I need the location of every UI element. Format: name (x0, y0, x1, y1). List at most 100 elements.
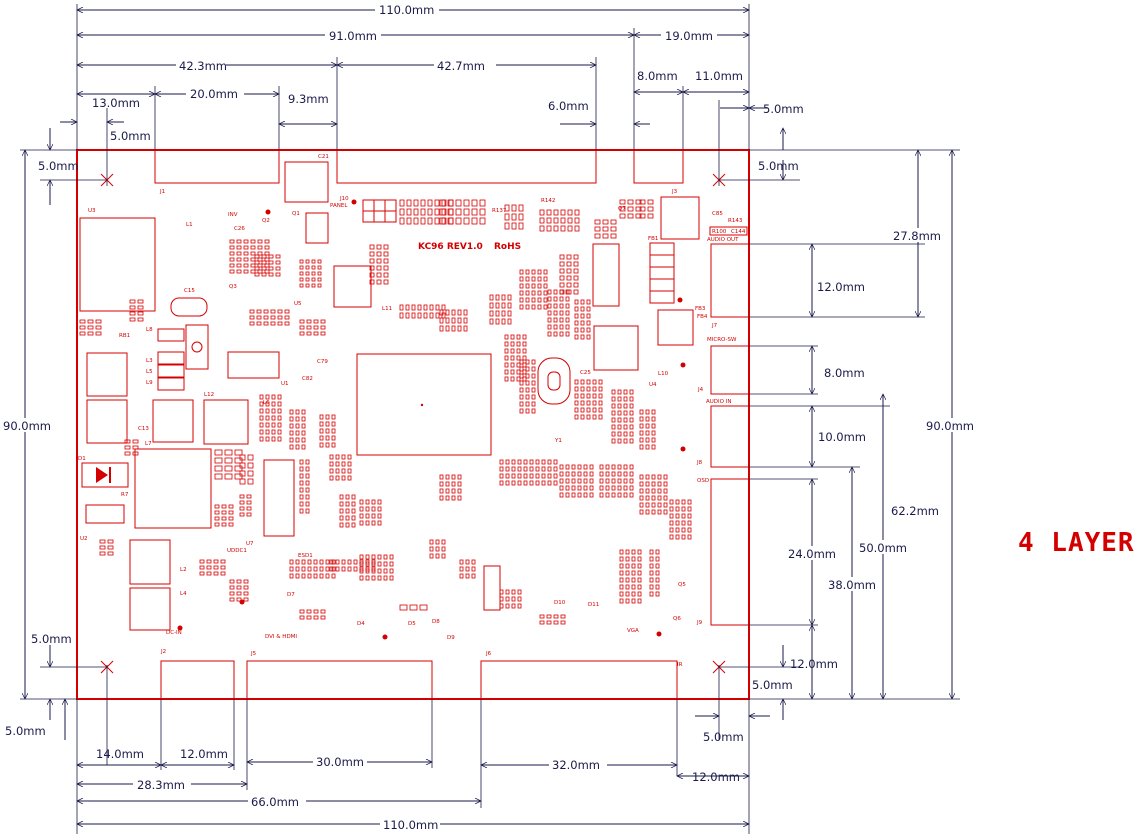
label-l9: L9 (146, 380, 153, 386)
smd-pad (339, 494, 344, 500)
smd-pad (339, 522, 344, 528)
smd-pad (504, 222, 510, 230)
label-r7: R7 (121, 492, 129, 498)
smd-pad (427, 208, 433, 216)
smd-pad (383, 568, 388, 574)
smd-pad (617, 396, 622, 402)
smd-pad (313, 573, 318, 579)
smd-pad (228, 516, 234, 521)
smd-pad (457, 309, 462, 316)
smd-pad (537, 297, 542, 303)
smd-pad (617, 471, 622, 477)
smd-pad (529, 480, 534, 486)
smd-pad (586, 306, 591, 312)
smd-pad (559, 268, 565, 274)
dim-right-24: 24.0mm (788, 547, 836, 561)
smd-pad (306, 609, 312, 614)
smd-pad (537, 283, 542, 289)
label-dvi-hdmi: DVI & HDMI (265, 634, 297, 640)
smd-pad (301, 409, 306, 415)
inductor-l3 (157, 351, 185, 365)
inductor-l8 (157, 328, 185, 342)
board-rev-label: KC96 REV1.0 (418, 242, 483, 252)
smd-pad (371, 499, 376, 505)
smd-pad (320, 615, 326, 620)
label-j6: J6 (485, 651, 492, 657)
smd-pad (629, 478, 634, 484)
smd-pad (657, 474, 662, 480)
smd-pad (124, 445, 131, 450)
smd-pad (594, 233, 601, 239)
smd-pad (268, 272, 274, 277)
smd-pad (405, 312, 410, 319)
smd-pad (254, 266, 260, 271)
smd-pad (277, 309, 283, 314)
smd-pad (463, 217, 470, 225)
smd-pad (645, 509, 650, 515)
smd-pad (331, 414, 336, 420)
smd-pad (284, 315, 290, 320)
smd-pad (599, 464, 604, 470)
smd-pad (259, 415, 264, 421)
smd-pad (406, 208, 412, 216)
smd-pad (441, 312, 446, 319)
smd-pad (531, 269, 536, 275)
smd-pad (525, 269, 530, 275)
dim-bottom-12-right: 12.0mm (692, 770, 740, 784)
smd-pad (589, 485, 594, 491)
smd-pad (301, 416, 306, 422)
smd-pad (574, 299, 579, 305)
label-u4: U4 (649, 382, 657, 388)
smd-pad (359, 568, 364, 574)
smd-pad (471, 566, 476, 572)
smd-pad (383, 272, 389, 278)
dim-top-9-3: 9.3mm (288, 92, 329, 106)
board-outline (76, 149, 750, 700)
cap-c-left-2 (86, 399, 128, 444)
smd-pad (220, 559, 226, 564)
smd-pad (313, 615, 319, 620)
smd-pad (559, 261, 565, 267)
smd-pad (594, 226, 601, 232)
smd-pad (229, 585, 235, 590)
smd-pad (317, 265, 322, 270)
smd-pad (347, 461, 352, 467)
smd-pad (645, 444, 650, 450)
smd-pad (543, 283, 548, 289)
smd-pad (647, 206, 654, 212)
smd-pad (229, 239, 235, 244)
smd-pad (236, 245, 242, 250)
smd-pad (553, 331, 558, 337)
diode-d1 (81, 462, 129, 488)
label-c21: C21 (318, 154, 329, 160)
smd-pad (339, 515, 344, 521)
smd-pad (301, 559, 306, 565)
smd-pad (441, 539, 446, 545)
smd-pad (619, 577, 624, 583)
smd-pad (505, 596, 510, 602)
cap-c7 (129, 539, 171, 585)
smd-pad (519, 408, 524, 414)
smd-pad (645, 474, 650, 480)
smd-pad (531, 297, 536, 303)
label-j2: J2 (160, 649, 166, 655)
smd-pad (339, 501, 344, 507)
smd-pad (574, 386, 579, 392)
dim-right-38: 38.0mm (828, 578, 876, 592)
smd-pad (598, 379, 603, 385)
smd-pad (574, 379, 579, 385)
smd-pad (445, 325, 450, 332)
smd-pad (625, 591, 630, 597)
label-l3: L3 (146, 358, 153, 364)
smd-pad (305, 271, 310, 276)
smd-pad (451, 495, 456, 501)
smd-pad (299, 494, 304, 500)
smd-pad (275, 266, 281, 271)
smd-pad (669, 527, 674, 533)
crystal-y1-inner (547, 371, 561, 391)
smd-pad (516, 341, 521, 347)
smd-pad (359, 520, 364, 526)
smd-pad (560, 209, 566, 216)
smd-pad (559, 303, 564, 309)
smd-pad (592, 407, 597, 413)
